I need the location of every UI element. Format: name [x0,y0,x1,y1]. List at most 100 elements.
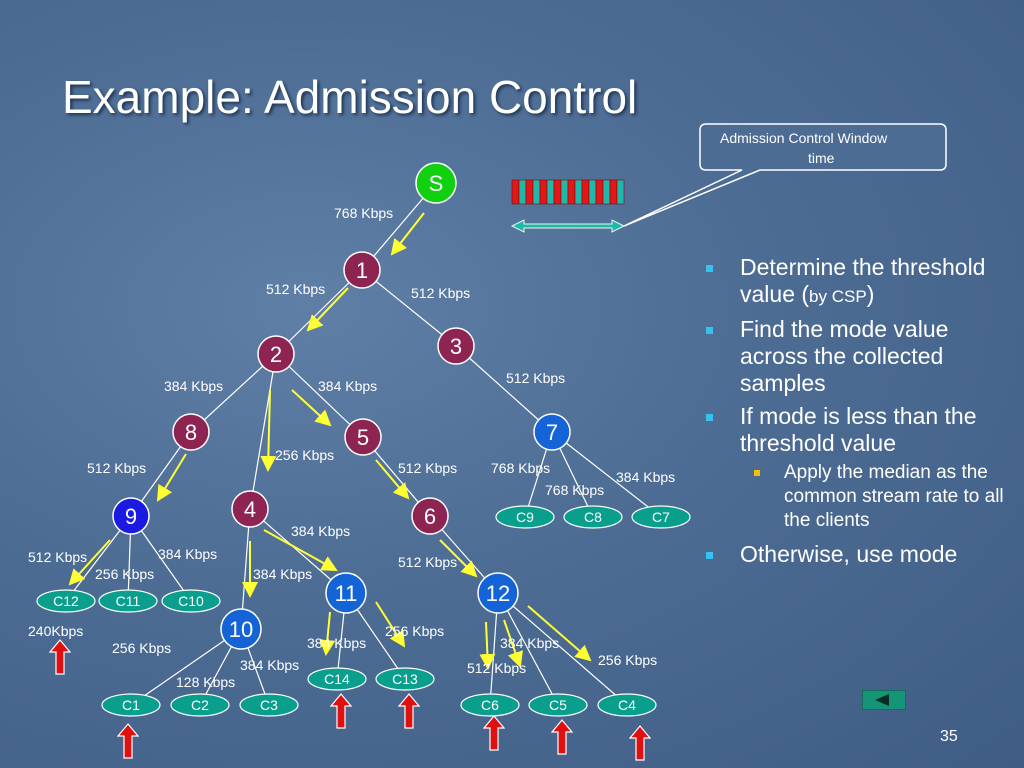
flow-arrows [68,212,592,670]
flow-arrow-4 [375,459,410,500]
window-sample-8 [567,179,576,205]
window-sample-15 [616,179,625,205]
back-arrow-icon [875,694,889,706]
rate-label-13: 512 Kbps [28,549,87,565]
rate-label-10: 768 Kbps [545,482,604,498]
back-nav-button[interactable] [862,690,906,710]
edge-2-4 [249,353,277,510]
client-C14 [307,667,367,691]
node-label-S: S [429,171,444,196]
node-1 [343,251,381,289]
client-up-arrow-5 [550,719,574,755]
rate-labels: 768 Kbps 512 Kbps 512 Kbps 512 Kbps 384 Kbps… [28,205,675,690]
client-label-C13: C13 [392,671,418,687]
client-C13 [375,667,435,691]
rate-label-14: 384 Kbps [158,546,217,562]
window-sample-9 [574,179,583,205]
client-C4 [597,693,657,717]
window-sample-12 [595,179,604,205]
rate-label-16: 384 Kbps [253,566,312,582]
edge-12-C4 [497,592,628,706]
slide-title: Example: Admission Control [62,71,638,123]
rate-label-6: 256 Kbps [275,447,334,463]
node-label-7: 7 [546,420,558,445]
rate-label-5: 384 Kbps [318,378,377,394]
client-label-C14: C14 [324,671,350,687]
callout-line-1: Admission Control Window [720,130,888,146]
bullet-otherwise: Otherwise, use mode [706,541,1018,568]
window-sample-7 [560,179,569,205]
node-label-9: 9 [125,504,137,529]
client-up-arrow-3 [397,693,421,729]
window-sample-14 [609,179,618,205]
rate-label-22: 256 Kbps [385,623,444,639]
rate-label-11: 384 Kbps [616,469,675,485]
client-C3 [239,693,299,717]
window-sample-13 [602,179,611,205]
client-label-C3: C3 [260,697,278,713]
node-4 [231,490,269,528]
client-label-C6: C6 [481,697,499,713]
edge-4-11 [249,508,347,594]
client-up-arrow-2 [329,693,353,729]
rate-label-26: 256 Kbps [598,652,657,668]
client-label-C9: C9 [516,509,534,525]
window-sample-5 [546,179,555,205]
rate-label-15: 256 Kbps [95,566,154,582]
node-label-8: 8 [185,420,197,445]
node-9 [112,497,150,535]
edge-7-C7 [551,431,662,518]
node-2 [257,335,295,373]
node-10 [220,608,262,650]
callout-bubble [623,123,947,227]
edge-2-8 [190,353,277,433]
bullet-threshold-close: ) [866,281,875,307]
window-sample-3 [532,179,541,205]
flow-arrow-10 [319,611,336,656]
node-5 [344,418,382,456]
flow-arrow-6 [68,539,111,586]
node-12 [477,572,519,614]
client-label-C8: C8 [584,509,602,525]
client-label-C12: C12 [53,593,79,609]
bullet-mode: Find the mode value across the collected… [706,316,1018,397]
bullet-threshold-by: by CSP [809,287,867,306]
rate-label-8: 512 Kbps [398,460,457,476]
rate-label-17: 512 Kbps [398,554,457,570]
client-label-C1: C1 [122,697,140,713]
rate-label-9: 768 Kbps [491,460,550,476]
flow-arrow-1 [306,287,349,332]
rate-label-12: 384 Kbps [291,523,350,539]
bullet-threshold: Determine the threshold value (by CSP) [706,254,1018,310]
window-sample-11 [588,179,597,205]
rate-label-4: 384 Kbps [164,378,223,394]
node-6 [411,497,449,535]
rate-label-0: 768 Kbps [334,205,393,221]
node-3 [437,327,475,365]
client-arrows [48,639,652,761]
rate-label-23: 384 Kbps [500,635,559,651]
client-label-C4: C4 [618,697,636,713]
bullet-threshold-text: Determine the threshold value ( [740,254,986,307]
client-C12 [36,589,96,613]
client-up-arrow-0 [48,639,72,675]
node-8 [172,413,210,451]
node-label-4: 4 [244,497,256,522]
callout-line-2: time [808,150,835,166]
client-label-C7: C7 [652,509,670,525]
client-C2 [170,693,230,717]
client-label-C2: C2 [191,697,209,713]
rate-label-25: 512 Kbps [467,660,526,676]
rate-label-21: 384 Kbps [240,657,299,673]
client-C10 [161,589,221,613]
client-C6 [460,693,520,717]
client-C11 [98,589,158,613]
window-sample-10 [581,179,590,205]
rate-label-7: 512 Kbps [87,460,146,476]
flow-arrow-14 [527,605,592,662]
node-label-1: 1 [356,258,368,283]
bullet-list: Determine the threshold value (by CSP) F… [706,254,1018,574]
flow-arrow-12 [479,621,496,670]
